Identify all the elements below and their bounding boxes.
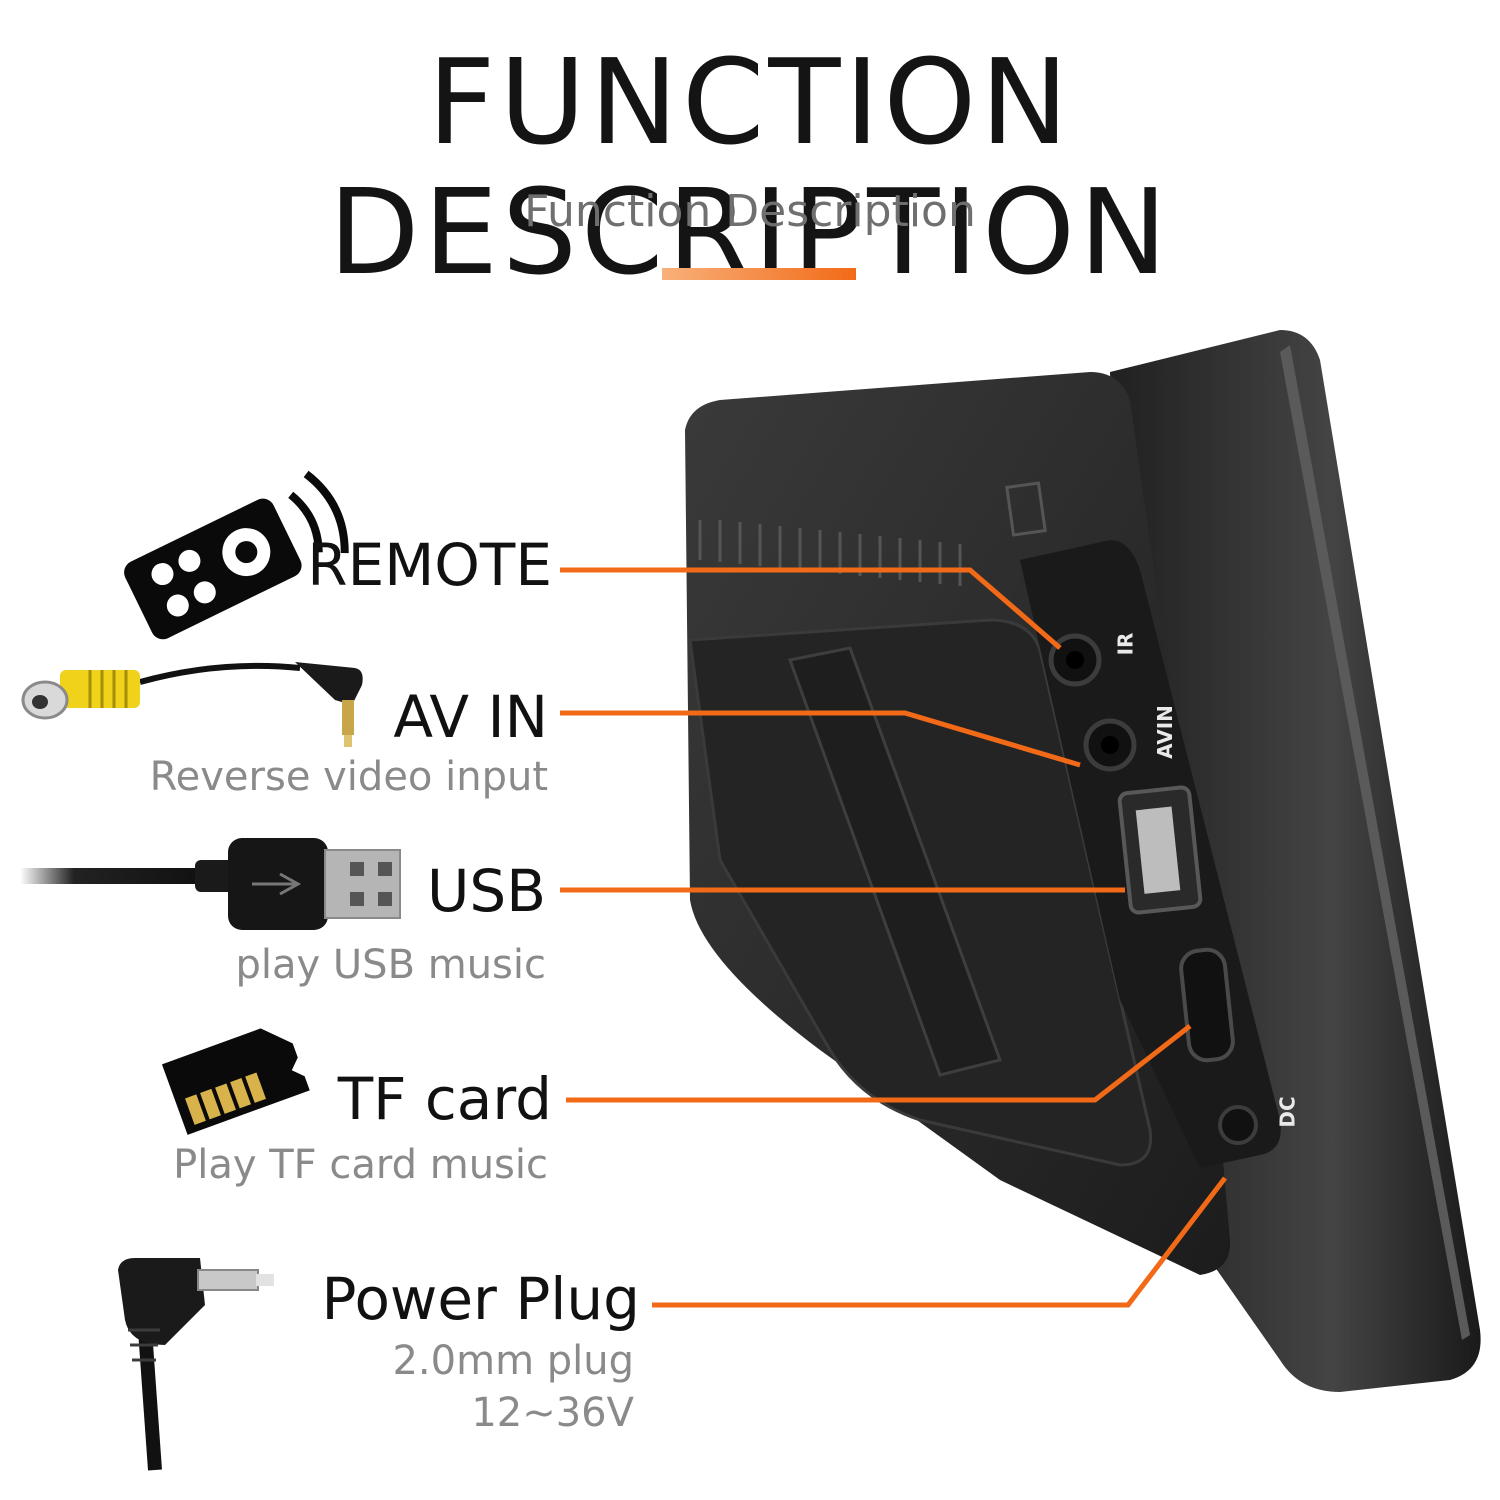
remote-label: REMOTE (307, 531, 552, 599)
tf-card-label: TF card (337, 1065, 552, 1133)
power-plug-desc: 2.0mm plug (392, 1338, 634, 1384)
callout-lines (560, 567, 1227, 1308)
sd-card-icon (161, 1028, 310, 1135)
dc-port (1218, 1105, 1258, 1145)
tf-slot (1179, 947, 1235, 1063)
usb-label: USB (426, 857, 546, 925)
power-plug-icon (118, 1258, 274, 1471)
remote-control-icon (124, 470, 349, 640)
accent-divider (662, 268, 856, 280)
rca-cable-icon (21, 662, 363, 747)
usb-cable-icon (20, 838, 401, 930)
avin-label: AV IN (393, 683, 548, 751)
avin-port-label: AVIN (1152, 705, 1177, 759)
usb-desc: play USB music (235, 942, 547, 988)
power-plug-voltage: 12~36V (471, 1390, 634, 1436)
ir-port-label: IR (1113, 632, 1138, 656)
avin-desc: Reverse video input (149, 754, 548, 800)
page-title: FUNCTION DESCRIPTION (328, 33, 1172, 301)
tf-card-desc: Play TF card music (173, 1142, 548, 1188)
page-subtitle: Function Description (524, 186, 976, 237)
power-plug-label: Power Plug (321, 1265, 640, 1333)
dc-port-label: DC (1275, 1096, 1300, 1128)
port-panel (1020, 540, 1281, 1168)
